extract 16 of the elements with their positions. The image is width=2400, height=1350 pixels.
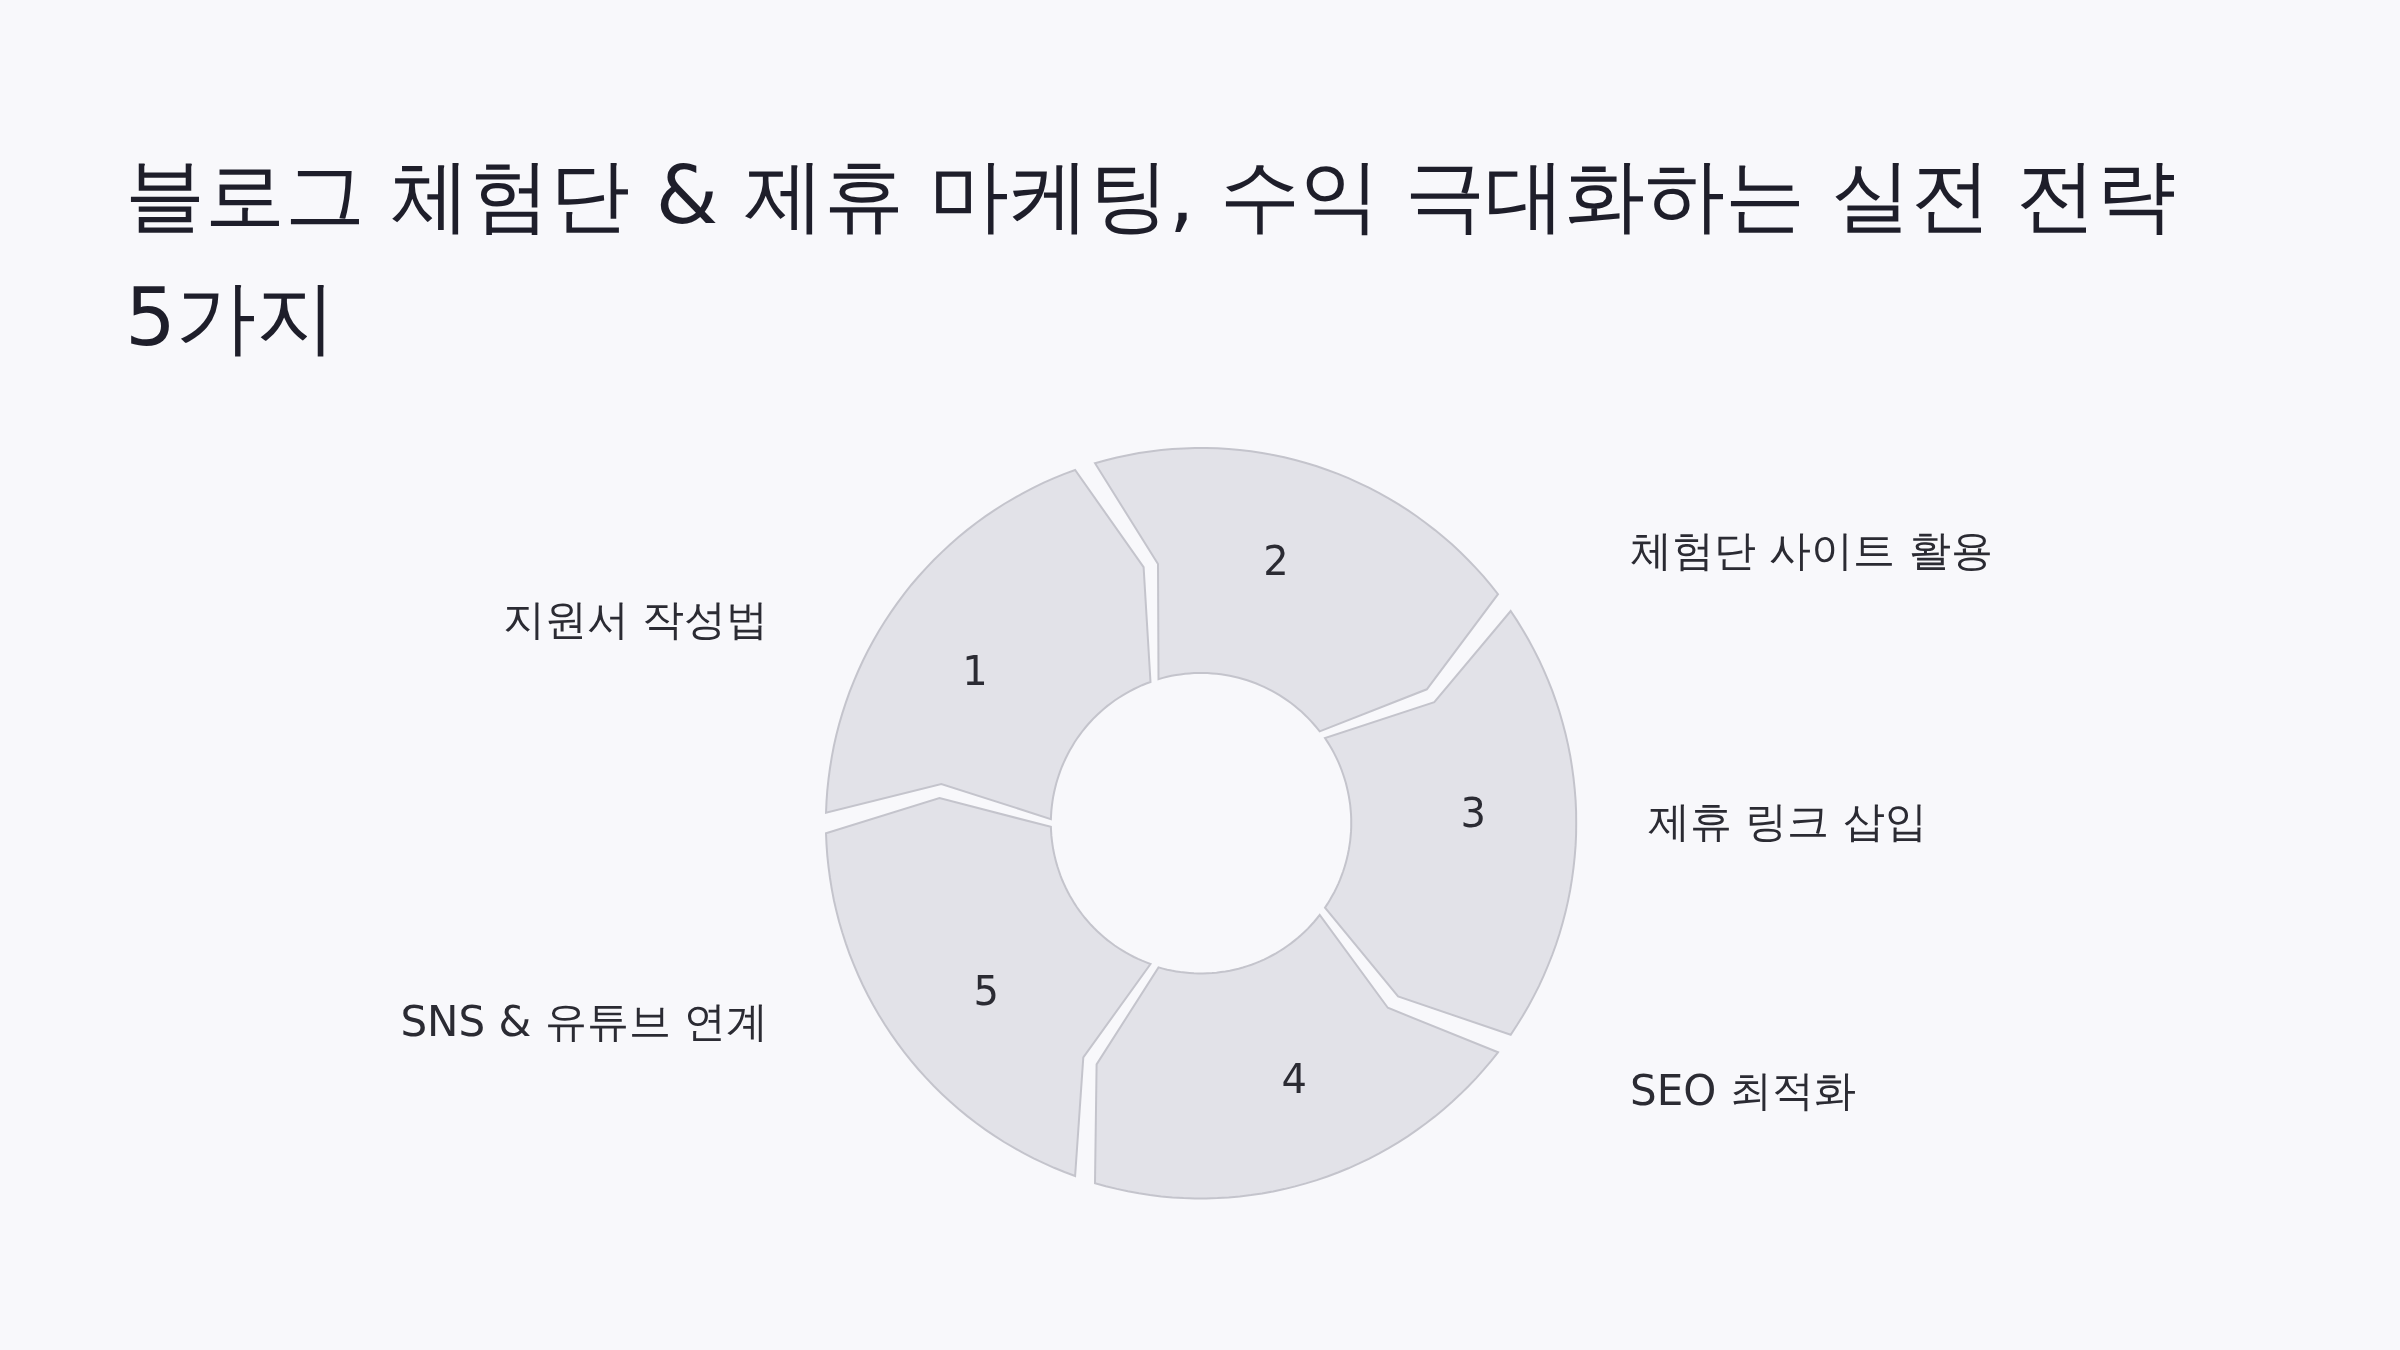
step-label: 제휴 링크 삽입	[1648, 796, 1927, 848]
step-label: 지원서 작성법	[502, 594, 768, 646]
step-number: 4	[1281, 1056, 1307, 1103]
step-number: 1	[962, 647, 988, 694]
step-label: 체험단 사이트 활용	[1630, 525, 1993, 577]
step-label: SEO 최적화	[1630, 1065, 1856, 1117]
step-number: 5	[973, 967, 999, 1014]
step-number: 2	[1263, 538, 1289, 585]
step-label: SNS & 유튜브 연계	[400, 996, 768, 1048]
arrow-segment	[826, 469, 1151, 819]
title: 블로그 체험단 & 제휴 마케팅, 수익 극대화하는 실전 전략 5가지	[125, 148, 2178, 366]
arrow-segment	[1095, 914, 1499, 1198]
arrow-segment	[1095, 448, 1499, 732]
arrow-segment	[1324, 611, 1576, 1035]
arrow-segment	[826, 798, 1151, 1177]
step-number: 3	[1460, 790, 1487, 837]
